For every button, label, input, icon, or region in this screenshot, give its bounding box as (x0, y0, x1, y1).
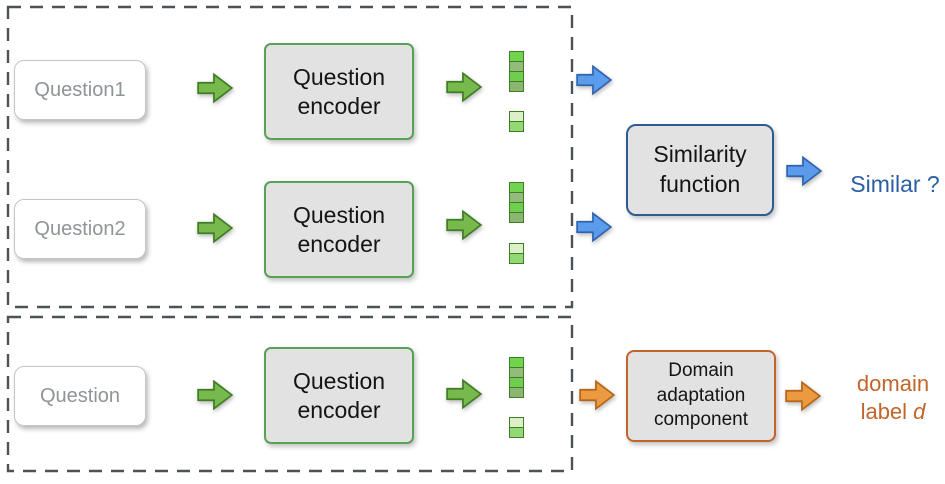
domain-output-line2: label d (838, 398, 945, 426)
blue-arrow-icon (575, 63, 613, 97)
similarity-label-line1: Similarity (653, 141, 747, 168)
similar-output-label: Similar ? (850, 171, 940, 197)
vector-cell (509, 387, 524, 398)
domain-output-variable: d (913, 399, 926, 425)
domain-component-line3: component (653, 409, 748, 431)
domain-component-line1: Domain (668, 359, 734, 381)
question-encoder-1: Question encoder (264, 43, 414, 140)
question-encoder-3: Question encoder (264, 347, 414, 444)
question1-label: Question1 (34, 78, 126, 101)
question-label: Question (39, 384, 121, 407)
orange-arrow-icon (578, 378, 616, 412)
domain-output-line1: domain (856, 371, 930, 396)
similarity-section-dashed-box (6, 5, 574, 309)
question2-node: Question2 (14, 199, 146, 259)
blue-arrow-icon (785, 154, 823, 188)
green-arrow-icon (196, 211, 234, 245)
embedding-vector-1-top (509, 51, 524, 92)
vector-cell (509, 212, 524, 223)
encoder-label-line1: Question (292, 367, 386, 394)
vector-cell (509, 253, 524, 264)
encoder-label-line2: encoder (297, 396, 381, 423)
domain-component-line2: adaptation (656, 384, 746, 406)
green-arrow-icon (196, 378, 234, 412)
green-arrow-icon (445, 208, 483, 242)
question1-node: Question1 (14, 60, 146, 120)
vector-cell (509, 427, 524, 438)
question-encoder-2: Question encoder (264, 181, 414, 278)
domain-output-label: domain label d (838, 370, 945, 426)
embedding-vector-3-top (509, 357, 524, 398)
embedding-vector-2-bottom (509, 243, 524, 264)
question-node: Question (14, 366, 146, 426)
similarity-function-node: Similarity function (626, 124, 774, 216)
green-arrow-icon (196, 71, 234, 105)
blue-arrow-icon (575, 210, 613, 244)
encoder-label-line2: encoder (297, 230, 381, 257)
question2-label: Question2 (34, 217, 126, 240)
orange-arrow-icon (784, 379, 822, 413)
encoder-label-line1: Question (292, 63, 386, 90)
domain-output-line2-prefix: label (860, 399, 914, 425)
embedding-vector-2-top (509, 182, 524, 223)
similarity-label-line2: function (659, 171, 741, 197)
encoder-label-line1: Question (292, 201, 386, 228)
domain-section-dashed-box (6, 315, 574, 473)
green-arrow-icon (445, 70, 483, 104)
green-arrow-icon (445, 377, 483, 411)
vector-cell (509, 121, 524, 132)
embedding-vector-1-bottom (509, 111, 524, 132)
encoder-label-line2: encoder (297, 92, 381, 119)
embedding-vector-3-bottom (509, 417, 524, 438)
domain-adaptation-node: Domain adaptation component (626, 350, 776, 442)
vector-cell (509, 81, 524, 92)
